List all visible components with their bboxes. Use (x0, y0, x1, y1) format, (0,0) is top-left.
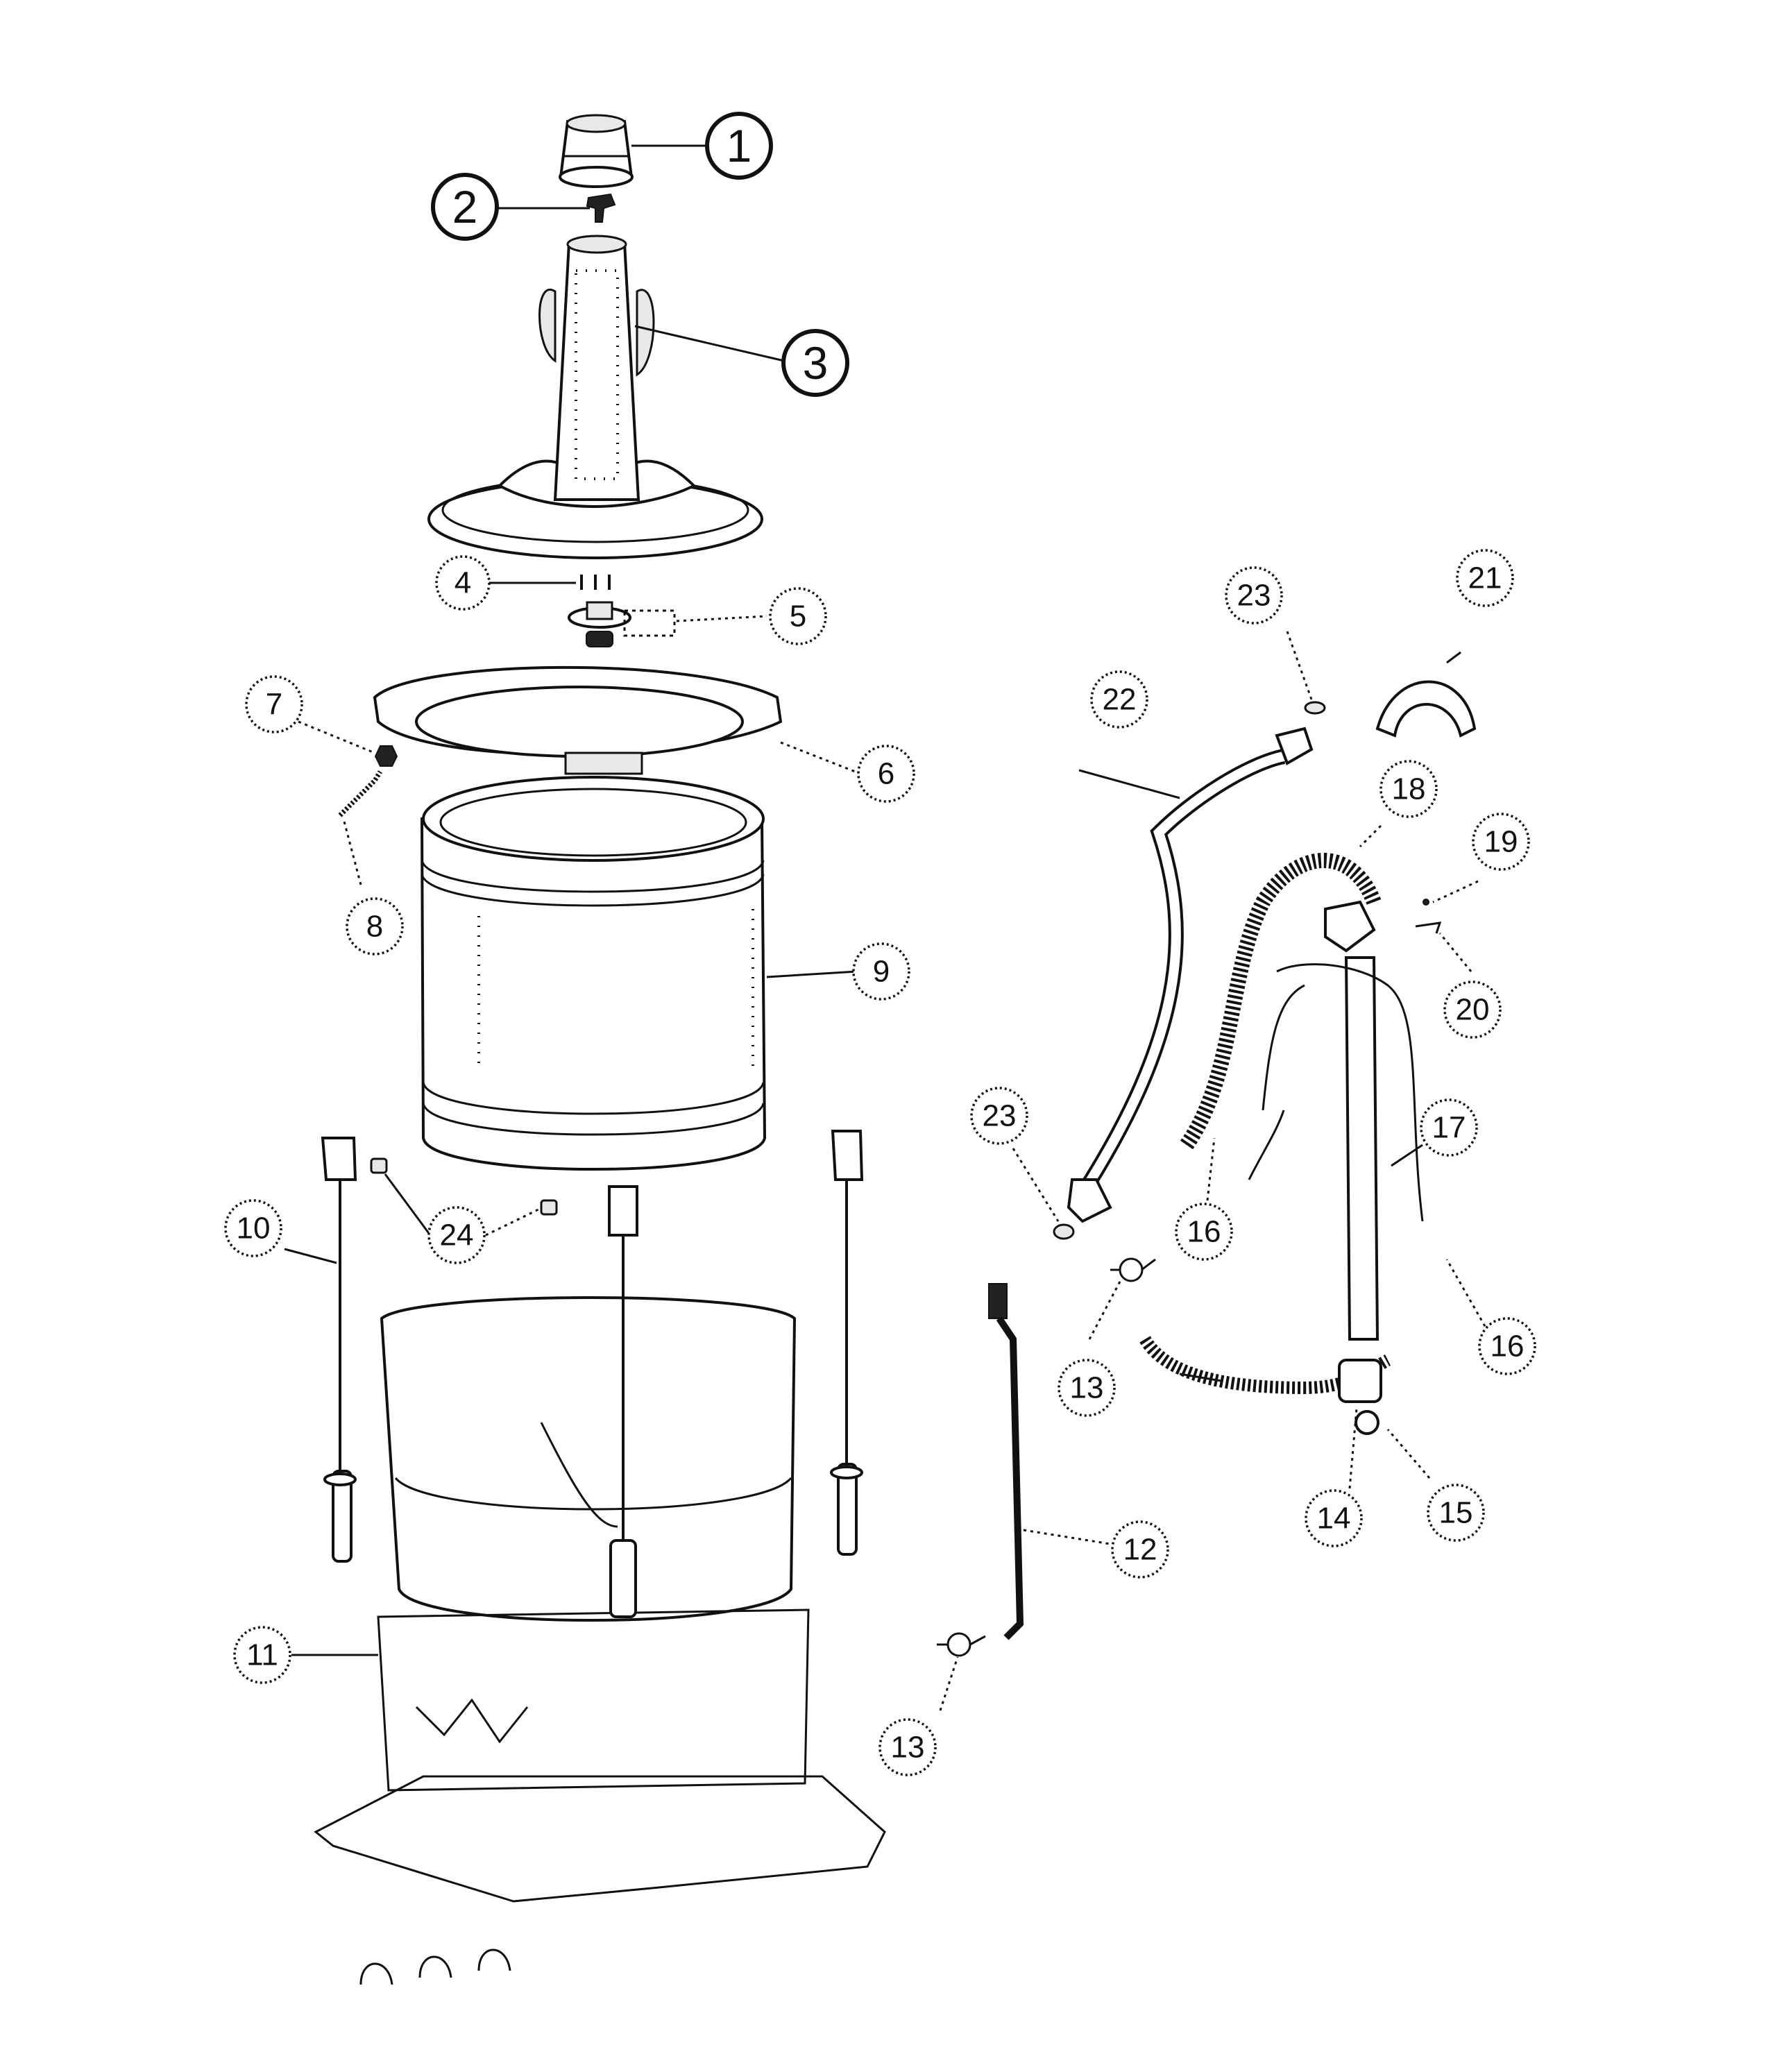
callout-18: 18 (1379, 760, 1438, 818)
part-22-inlet-hose (1067, 727, 1314, 1223)
callout-3: 3 (781, 329, 849, 397)
callout-14: 14 (1305, 1489, 1363, 1547)
callout-16-left: 16 (1175, 1203, 1233, 1261)
leader-lines (284, 144, 1490, 1711)
part-6-tub-ring (373, 665, 783, 775)
svg-text:21: 21 (1468, 561, 1502, 595)
svg-text:24: 24 (440, 1218, 474, 1252)
callout-6: 6 (857, 745, 915, 803)
part-8-spring (338, 770, 382, 817)
callout-7: 7 (245, 675, 303, 733)
callout-5: 5 (769, 587, 827, 645)
callout-4: 4 (435, 555, 491, 611)
part-21-bracket (1375, 680, 1477, 738)
svg-text:13: 13 (891, 1731, 925, 1765)
part-9-wash-basket (420, 776, 767, 1171)
svg-text:14: 14 (1317, 1502, 1351, 1536)
callout-19: 19 (1472, 813, 1530, 871)
svg-text:3: 3 (803, 337, 829, 389)
svg-text:10: 10 (237, 1212, 271, 1246)
callout-8: 8 (346, 897, 404, 956)
svg-text:19: 19 (1484, 825, 1518, 859)
svg-text:17: 17 (1432, 1111, 1466, 1145)
callout-16-right: 16 (1478, 1317, 1536, 1375)
callout-13-lower: 13 (878, 1718, 937, 1776)
callout-2: 2 (431, 173, 499, 241)
svg-text:7: 7 (266, 688, 282, 722)
svg-text:23: 23 (983, 1099, 1017, 1133)
part-18-drain-hose (1180, 853, 1382, 1150)
callout-22: 22 (1090, 670, 1148, 729)
callout-20: 20 (1443, 980, 1502, 1039)
svg-text:4: 4 (455, 566, 471, 600)
svg-text:18: 18 (1392, 772, 1426, 806)
part-4-screws (580, 575, 611, 590)
cabinet-base (314, 1775, 886, 1985)
callout-24: 24 (427, 1206, 486, 1264)
callout-11: 11 (233, 1626, 291, 1684)
svg-text:11: 11 (246, 1638, 278, 1672)
svg-text:1: 1 (727, 120, 752, 171)
callout-21: 21 (1456, 549, 1514, 607)
part-13-clamps (937, 1257, 1156, 1657)
svg-text:6: 6 (878, 757, 894, 791)
part-2-clip (586, 193, 616, 223)
svg-text:12: 12 (1123, 1533, 1157, 1567)
callout-12: 12 (1111, 1520, 1169, 1579)
part-12-hose (988, 1283, 1024, 1640)
part-23-washers (1053, 701, 1326, 1240)
part-7-nut (374, 745, 398, 767)
svg-text:23: 23 (1237, 579, 1271, 613)
svg-text:15: 15 (1439, 1496, 1473, 1530)
svg-text:5: 5 (790, 600, 806, 634)
callout-1: 1 (705, 112, 773, 180)
part-17-harness (1248, 956, 1424, 1341)
part-11-outer-tub (377, 1185, 810, 1792)
callout-17: 17 (1420, 1098, 1478, 1157)
svg-text:20: 20 (1456, 993, 1490, 1027)
part-3-agitator (427, 235, 763, 559)
svg-text:16: 16 (1187, 1215, 1221, 1249)
part-19-20-pump-fittings (1324, 899, 1442, 953)
part-10-suspension-rods (321, 1130, 864, 1563)
svg-text:2: 2 (452, 181, 478, 232)
svg-text:8: 8 (366, 910, 383, 944)
callout-15: 15 (1427, 1484, 1485, 1542)
callout-13-upper: 13 (1058, 1359, 1116, 1417)
svg-text:13: 13 (1070, 1371, 1104, 1405)
svg-text:22: 22 (1103, 683, 1137, 717)
callout-9: 9 (852, 942, 910, 1001)
callout-10: 10 (224, 1199, 282, 1257)
callout-23-upper: 23 (1225, 566, 1283, 625)
callout-23-lower: 23 (970, 1087, 1028, 1145)
part-24-bumpers (370, 1157, 558, 1216)
part-5-drive-hub (568, 601, 676, 647)
part-1-agitator-cap (559, 114, 634, 188)
svg-text:16: 16 (1491, 1330, 1525, 1364)
part-14-15-pump (1139, 1336, 1391, 1435)
svg-text:9: 9 (873, 955, 890, 989)
